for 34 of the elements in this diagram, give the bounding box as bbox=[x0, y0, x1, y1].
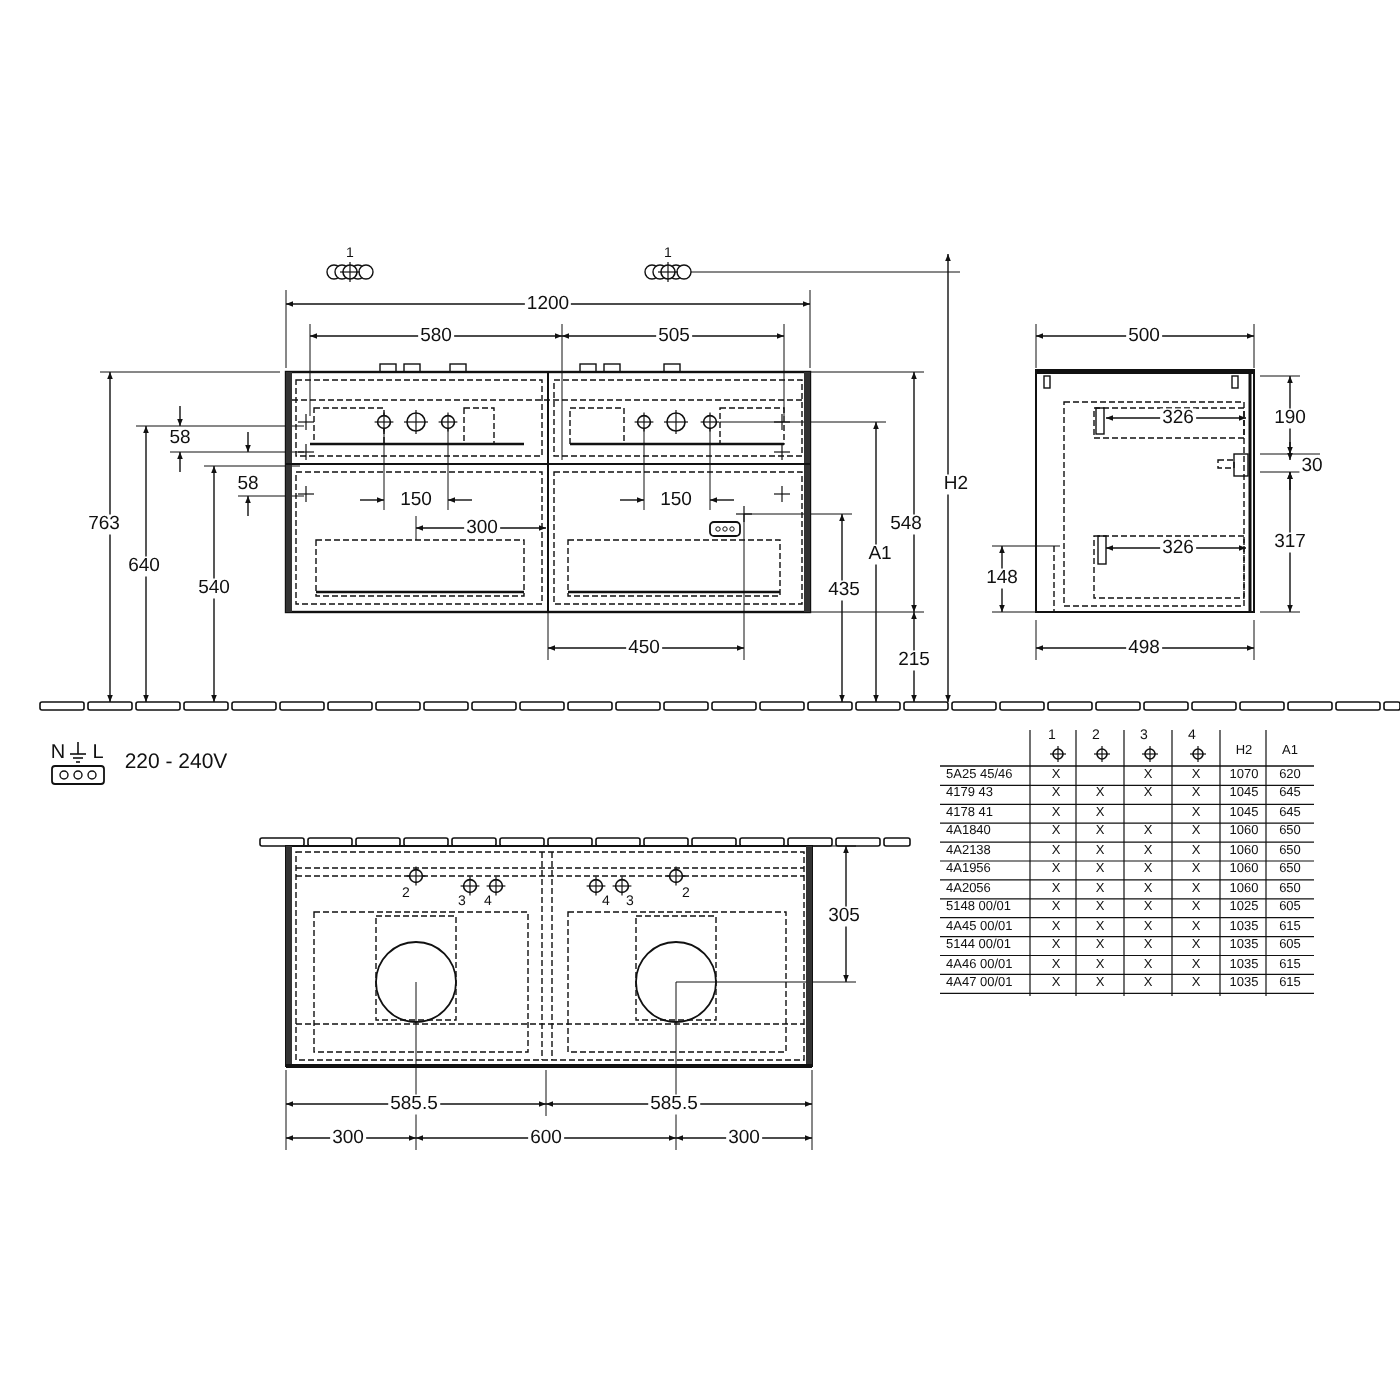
dimension-label: 300 bbox=[330, 1128, 366, 1148]
dimension-label: 300 bbox=[726, 1128, 762, 1148]
dimension-label: 190 bbox=[1272, 408, 1308, 428]
dimension-label: A1 bbox=[866, 544, 894, 564]
terminal-label: N bbox=[48, 744, 68, 764]
dimension-label: 500 bbox=[1126, 326, 1162, 346]
dimension-label: 30 bbox=[1299, 456, 1325, 476]
terminal-label: L bbox=[90, 744, 106, 764]
dimension-label: 148 bbox=[984, 568, 1020, 588]
dimension-label: 450 bbox=[626, 638, 662, 658]
dimension-label: 150 bbox=[398, 490, 434, 510]
dimension-label: 300 bbox=[464, 518, 500, 538]
dimension-label: 58 bbox=[167, 428, 193, 448]
dimension-label: 548 bbox=[888, 514, 924, 534]
dimension-label: 585.5 bbox=[388, 1094, 440, 1114]
dimension-label: 763 bbox=[86, 514, 122, 534]
dimension-label: 326 bbox=[1160, 408, 1196, 428]
dimension-label: 317 bbox=[1272, 532, 1308, 552]
dimension-label: 600 bbox=[528, 1128, 564, 1148]
dimension-label: 585.5 bbox=[648, 1094, 700, 1114]
dimension-label: 58 bbox=[235, 474, 261, 494]
dimension-label: H2 bbox=[941, 474, 971, 494]
dimension-label: 150 bbox=[658, 490, 694, 510]
dimension-label: 305 bbox=[826, 906, 862, 926]
dimension-label: 580 bbox=[418, 326, 454, 346]
dimension-label: 215 bbox=[896, 650, 932, 670]
dimension-label: 505 bbox=[656, 326, 692, 346]
dimension-label: 326 bbox=[1160, 538, 1196, 558]
dimension-label: 640 bbox=[126, 556, 162, 576]
dimension-label: 1200 bbox=[524, 294, 572, 314]
dimension-label: 498 bbox=[1126, 638, 1162, 658]
dimension-label: 435 bbox=[826, 580, 862, 600]
dimension-label: 540 bbox=[196, 578, 232, 598]
voltage-label: 220 - 240V bbox=[122, 751, 230, 773]
